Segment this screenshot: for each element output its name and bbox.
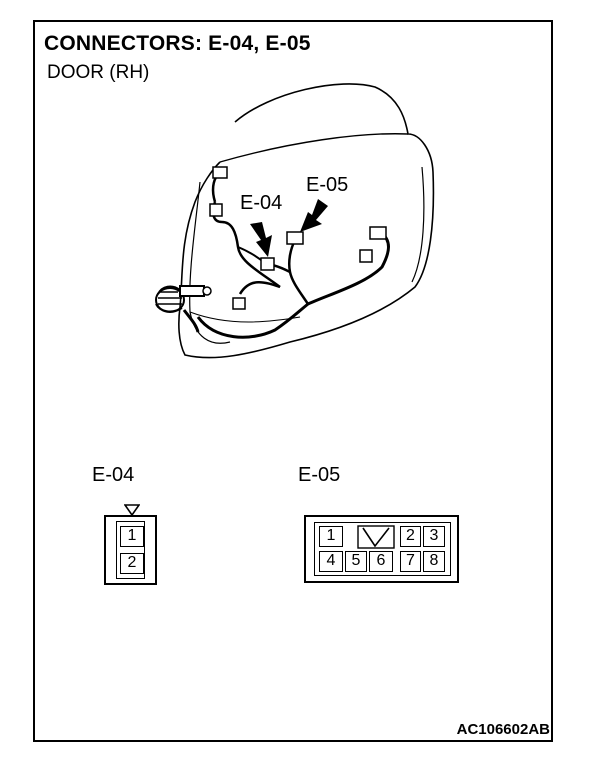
connector-e04-label: E-04 — [92, 464, 135, 486]
page-title: CONNECTORS: E-04, E-05 — [44, 32, 311, 55]
connector-e05-pin-4: 4 — [319, 551, 343, 572]
connector-e04-pin-2: 2 — [120, 553, 144, 574]
page-subtitle: DOOR (RH) — [47, 62, 150, 83]
connector-e04-pin-1: 1 — [120, 526, 144, 547]
connector-e05-pin-7: 7 — [400, 551, 421, 572]
connector-e05-pin-3: 3 — [423, 526, 445, 547]
diagram-frame — [33, 20, 553, 742]
connector-e05-pin-5: 5 — [345, 551, 367, 572]
callout-e05-label: E-05 — [306, 174, 349, 196]
lock-tab-marker-icon — [124, 504, 140, 516]
connector-e04-housing — [116, 521, 145, 579]
connector-e05-face: 1 2 3 4 5 6 7 8 — [304, 515, 459, 583]
door-harness-illustration — [155, 83, 435, 359]
connector-e05-label: E-05 — [298, 464, 341, 486]
callout-e04-label: E-04 — [240, 192, 283, 214]
figure-id: AC106602AB — [456, 721, 550, 738]
connector-e05-pin-2: 2 — [400, 526, 421, 547]
lock-tab-marker-icon — [357, 525, 395, 549]
connector-e05-housing — [314, 522, 451, 576]
connector-e05-pin-1: 1 — [319, 526, 343, 547]
connector-e05-pin-6: 6 — [369, 551, 393, 572]
connector-e04-face: 1 2 — [104, 515, 157, 585]
connector-e05-pin-8: 8 — [423, 551, 445, 572]
